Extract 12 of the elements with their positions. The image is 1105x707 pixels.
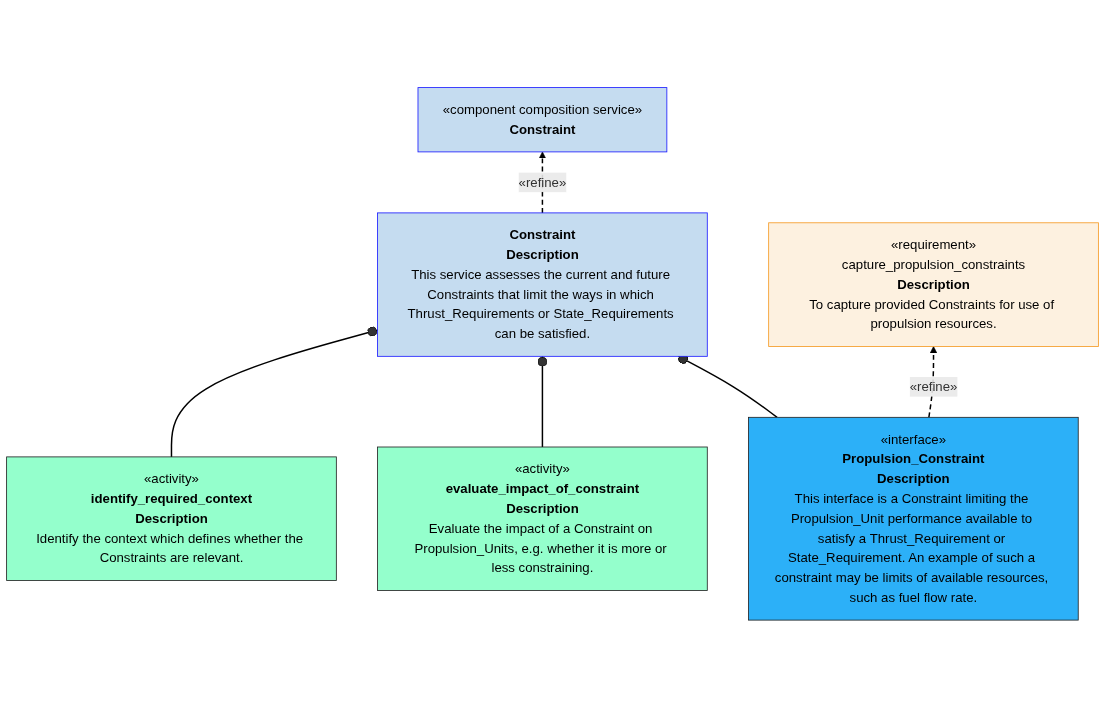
edge-label: «refine» <box>909 379 958 394</box>
arrow <box>538 151 547 214</box>
edge-label: «refine» <box>518 174 567 189</box>
node-box: «component composition service» Constraint <box>417 86 668 152</box>
node-box: «requirement» capture_propulsion_constraints Description To capture provided Constraints for use of propulsion resources. <box>768 222 1099 347</box>
connector <box>537 355 548 448</box>
node-box: «activity» identify_required_context Description Identify the context which defines whether the Constraints are relevant. <box>6 456 337 581</box>
connector <box>170 326 379 458</box>
arrow <box>928 345 938 418</box>
node-box: «interface» Propulsion_Constraint Description This interface is a Constraint limiting the Propulsion_Unit performance available to satisfy a Thrust_Requirement or State_Requirement. An example of such a constraint may be limits of available resources, such as fuel flow rate. <box>748 416 1079 621</box>
node-box: Constraint Description This service assesses the current and future Constraints that limit the ways in which Thrust_Requirements or State_Requirements can be satisfied. <box>377 212 708 357</box>
node-box: «activity» evaluate_impact_of_constraint Description Evaluate the impact of a Constraint on Propulsion_Units, e.g. whether it is more or less constraining. <box>377 446 708 591</box>
